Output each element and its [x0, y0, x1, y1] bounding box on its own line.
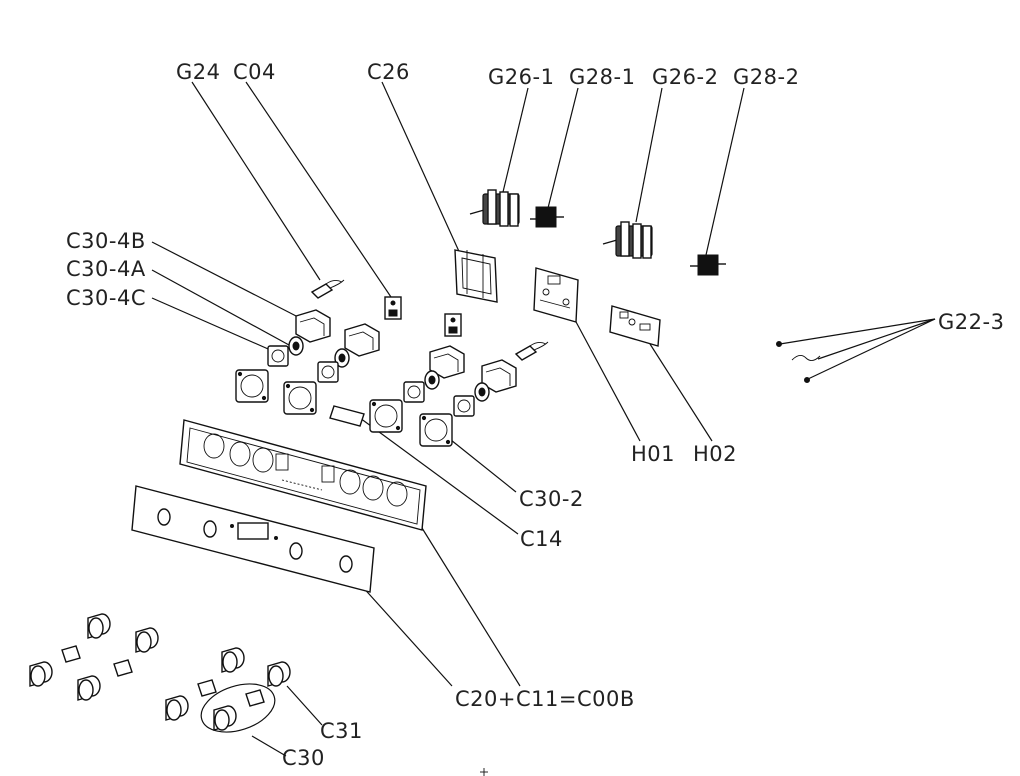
large-flange-2 [283, 381, 317, 415]
leader-c30 [251, 735, 287, 757]
flange-2 [317, 361, 339, 383]
label-c26: C26 [367, 60, 410, 84]
leader-c30-4b [151, 241, 301, 319]
lamp-holder-g24 [310, 279, 345, 299]
part-labels: G24 C04 C26 G26-1 G28-1 G26-2 G28-2 C30-… [66, 60, 1004, 770]
ring-c30-4a [288, 336, 304, 356]
control-panel-frame [179, 419, 427, 531]
label-c30-4b: C30-4B [66, 229, 146, 253]
knob-set-3 [165, 647, 245, 721]
label-c20-c11-c00b: C20+C11=C00B [455, 687, 635, 711]
ring-3 [424, 370, 440, 390]
leader-g22-3-a [779, 318, 936, 345]
front-glass-panel [131, 485, 375, 593]
registration-mark [480, 768, 488, 776]
leader-c26 [381, 81, 463, 259]
label-c14: C14 [520, 527, 563, 551]
label-h02: H02 [693, 442, 737, 466]
leader-h01 [574, 319, 641, 442]
label-c30: C30 [282, 746, 325, 770]
bracket-2 [444, 313, 462, 337]
label-h01: H01 [631, 442, 675, 466]
rotary-switch-g26-1 [469, 189, 520, 227]
callout-ellipse-c30 [200, 683, 276, 733]
bracket-c04 [384, 296, 402, 320]
label-c04: C04 [233, 60, 276, 84]
flange-3 [403, 381, 425, 403]
leader-c30-4c [151, 297, 276, 353]
leader-g22-3-c [807, 318, 936, 380]
bracket-frame-c26 [454, 249, 498, 303]
label-c31: C31 [320, 719, 363, 743]
leader-c14 [359, 417, 519, 535]
lamp-holder-2 [514, 341, 549, 361]
leader-c30-4a [151, 269, 290, 346]
large-flange-3 [369, 399, 403, 433]
label-c30-4a: C30-4A [66, 257, 146, 281]
knob-c31 [267, 661, 291, 687]
plate-h01 [533, 267, 579, 323]
leader-g28-1 [547, 87, 579, 209]
switch-box-2 [344, 323, 380, 357]
flange-c30-4c [267, 345, 289, 367]
flange-4 [453, 395, 475, 417]
leader-c20-c11-c00b [421, 527, 521, 687]
leader-g24 [191, 81, 321, 281]
leader-g22-3-b [817, 318, 936, 360]
label-g22-3: G22-3 [938, 310, 1004, 334]
label-plate-c14 [329, 405, 365, 427]
large-flange-1 [235, 369, 269, 403]
rotary-switch-g26-2 [602, 221, 653, 259]
switch-box-3 [429, 345, 465, 379]
label-g24: G24 [176, 60, 221, 84]
large-flange-c30-2 [419, 413, 453, 447]
leader-c20-c11-c00b-2 [359, 583, 453, 687]
shaft-c30 [200, 683, 276, 733]
ring-4 [474, 382, 490, 402]
leader-h02 [649, 343, 713, 442]
switch-g28-2 [690, 254, 726, 276]
label-c30-2: C30-2 [519, 487, 584, 511]
leader-c04 [245, 81, 394, 301]
label-g28-2: G28-2 [733, 65, 799, 89]
label-g26-2: G26-2 [652, 65, 718, 89]
leader-c30-2 [445, 435, 517, 493]
label-g26-1: G26-1 [488, 65, 554, 89]
leader-g26-2 [635, 87, 663, 223]
leader-lines [151, 81, 936, 757]
label-c30-4c: C30-4C [66, 286, 146, 310]
leader-g26-1 [502, 87, 529, 193]
label-g28-1: G28-1 [569, 65, 635, 89]
plate-h02 [609, 305, 661, 347]
ring-2 [334, 348, 350, 368]
leader-c31 [286, 685, 323, 726]
leader-g28-2 [705, 87, 745, 256]
switch-box-c30-4b [295, 309, 331, 343]
knob-set-1 [29, 613, 111, 687]
switch-g28-1 [530, 206, 564, 228]
knob-set-2 [77, 627, 159, 701]
fasteners-g22-3 [776, 341, 821, 383]
